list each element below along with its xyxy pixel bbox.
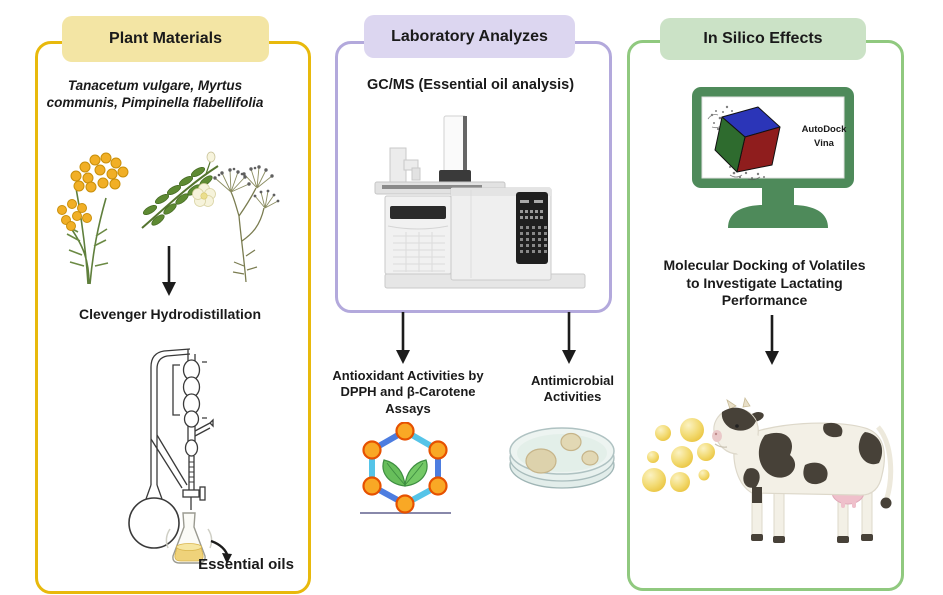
autodock-label-line2: Vina [814, 137, 834, 149]
gcms-analysis-label: GC/MS (Essential oil analysis) [366, 77, 575, 93]
plant-species-label: Tanacetum vulgare, Myrtus communis, Pimp… [46, 78, 264, 110]
docking-cube-icon [714, 106, 781, 173]
oil-droplets-icon [642, 418, 715, 492]
laboratory-analyzes-header: Laboratory Analyzes [364, 15, 575, 58]
autodock-label-line1: AutoDock [801, 124, 847, 135]
antioxidant-down-arrow-icon [396, 312, 410, 364]
essential-oils-label: Essential oils [198, 556, 294, 573]
plant-illustrations [57, 151, 280, 285]
plant-down-arrow-icon [162, 246, 176, 296]
antimicrobial-activities-label: Antimicrobial Activities [530, 373, 615, 405]
petri-dish-icon [509, 427, 615, 489]
antioxidant-activities-label: Antioxidant Activities by DPPH and β-Car… [332, 368, 484, 416]
plant-materials-header: Plant Materials [62, 16, 269, 62]
plant-materials-panel [35, 41, 311, 594]
antimicrobial-down-arrow-icon [562, 312, 576, 364]
myrtle-branch-icon [141, 151, 219, 229]
hydrodistillation-label: Clevenger Hydrodistillation [78, 306, 262, 322]
leaf-icon [382, 459, 428, 487]
essential-oil-flask-icon [165, 512, 213, 564]
in-silico-effects-header: In Silico Effects [660, 18, 866, 60]
molecular-docking-label: Molecular Docking of Volatiles to Invest… [663, 257, 866, 308]
antioxidant-molecule-icon [360, 422, 451, 514]
clevenger-apparatus-icon [128, 348, 232, 564]
cow-icon [712, 396, 894, 543]
essential-oils-curved-arrow-icon [210, 539, 232, 564]
gcms-instrument-icon [374, 115, 586, 289]
cow-and-droplets [642, 396, 894, 543]
computer-monitor-icon [692, 87, 854, 228]
docking-down-arrow-icon [765, 315, 779, 365]
autodock-vina-label: AutoDock Vina [795, 123, 853, 151]
ligand-scribble-icon [707, 105, 765, 181]
pimpinella-plant-icon [213, 165, 280, 283]
tansy-plant-icon [57, 152, 129, 285]
